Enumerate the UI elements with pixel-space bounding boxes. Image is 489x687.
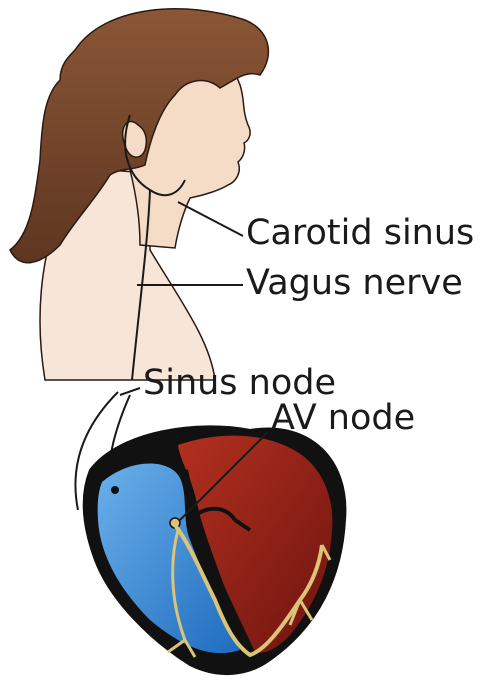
sinus-node-marker: [111, 486, 119, 494]
carotid-sinus-label: Carotid sinus: [246, 216, 474, 251]
carotid-sinus-leader: [178, 202, 243, 236]
sinus-node-label: Sinus node: [143, 366, 336, 401]
vagus-nerve-label: Vagus nerve: [246, 266, 463, 301]
sinus-node-leader: [120, 388, 140, 395]
av-node-label: AV node: [271, 401, 415, 436]
